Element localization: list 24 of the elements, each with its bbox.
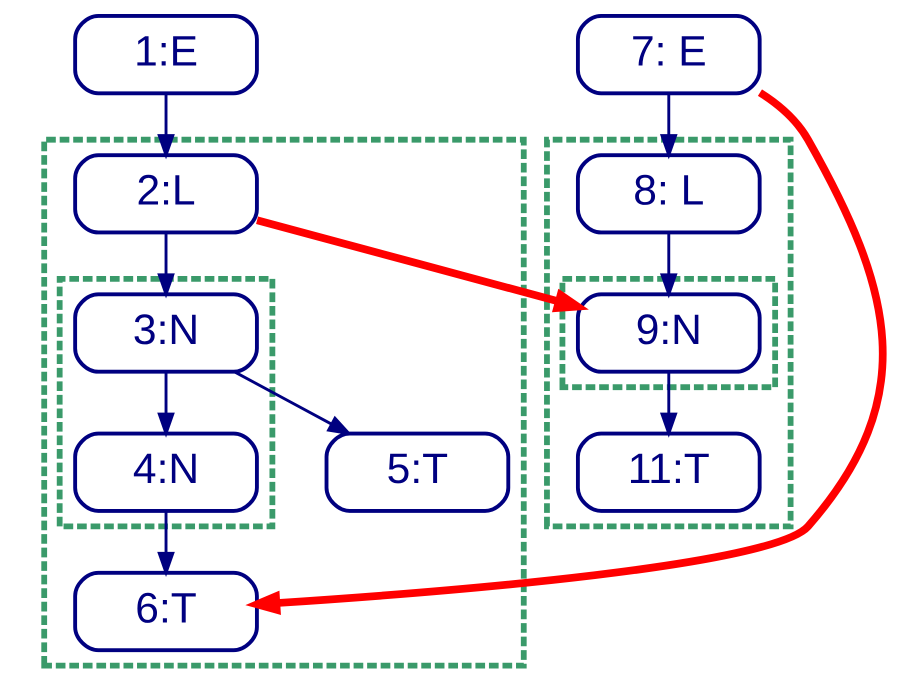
arrow <box>256 216 588 312</box>
arrow <box>659 372 678 438</box>
node-box: 6:T <box>72 570 258 652</box>
node-box: 5:T <box>324 432 510 513</box>
arrow <box>156 232 174 299</box>
arrow <box>156 94 174 160</box>
arrow <box>659 94 678 160</box>
node-box: 2:L <box>72 153 258 234</box>
node-box: 3:N <box>72 292 258 374</box>
arrow <box>156 511 174 577</box>
arrow <box>659 232 678 299</box>
node-box: 7: E <box>575 14 762 96</box>
cluster <box>559 276 778 390</box>
cluster <box>40 136 526 669</box>
node-box: 9:N <box>575 292 762 374</box>
arrow <box>156 372 174 438</box>
node-box: 4:N <box>72 432 258 513</box>
cluster <box>56 276 275 530</box>
node-box: 11:T <box>575 432 762 513</box>
node-box: 8: L <box>575 153 762 234</box>
cluster <box>544 136 793 530</box>
arrow <box>234 370 352 436</box>
node-box: 1:E <box>72 14 258 96</box>
arrow <box>244 89 886 616</box>
